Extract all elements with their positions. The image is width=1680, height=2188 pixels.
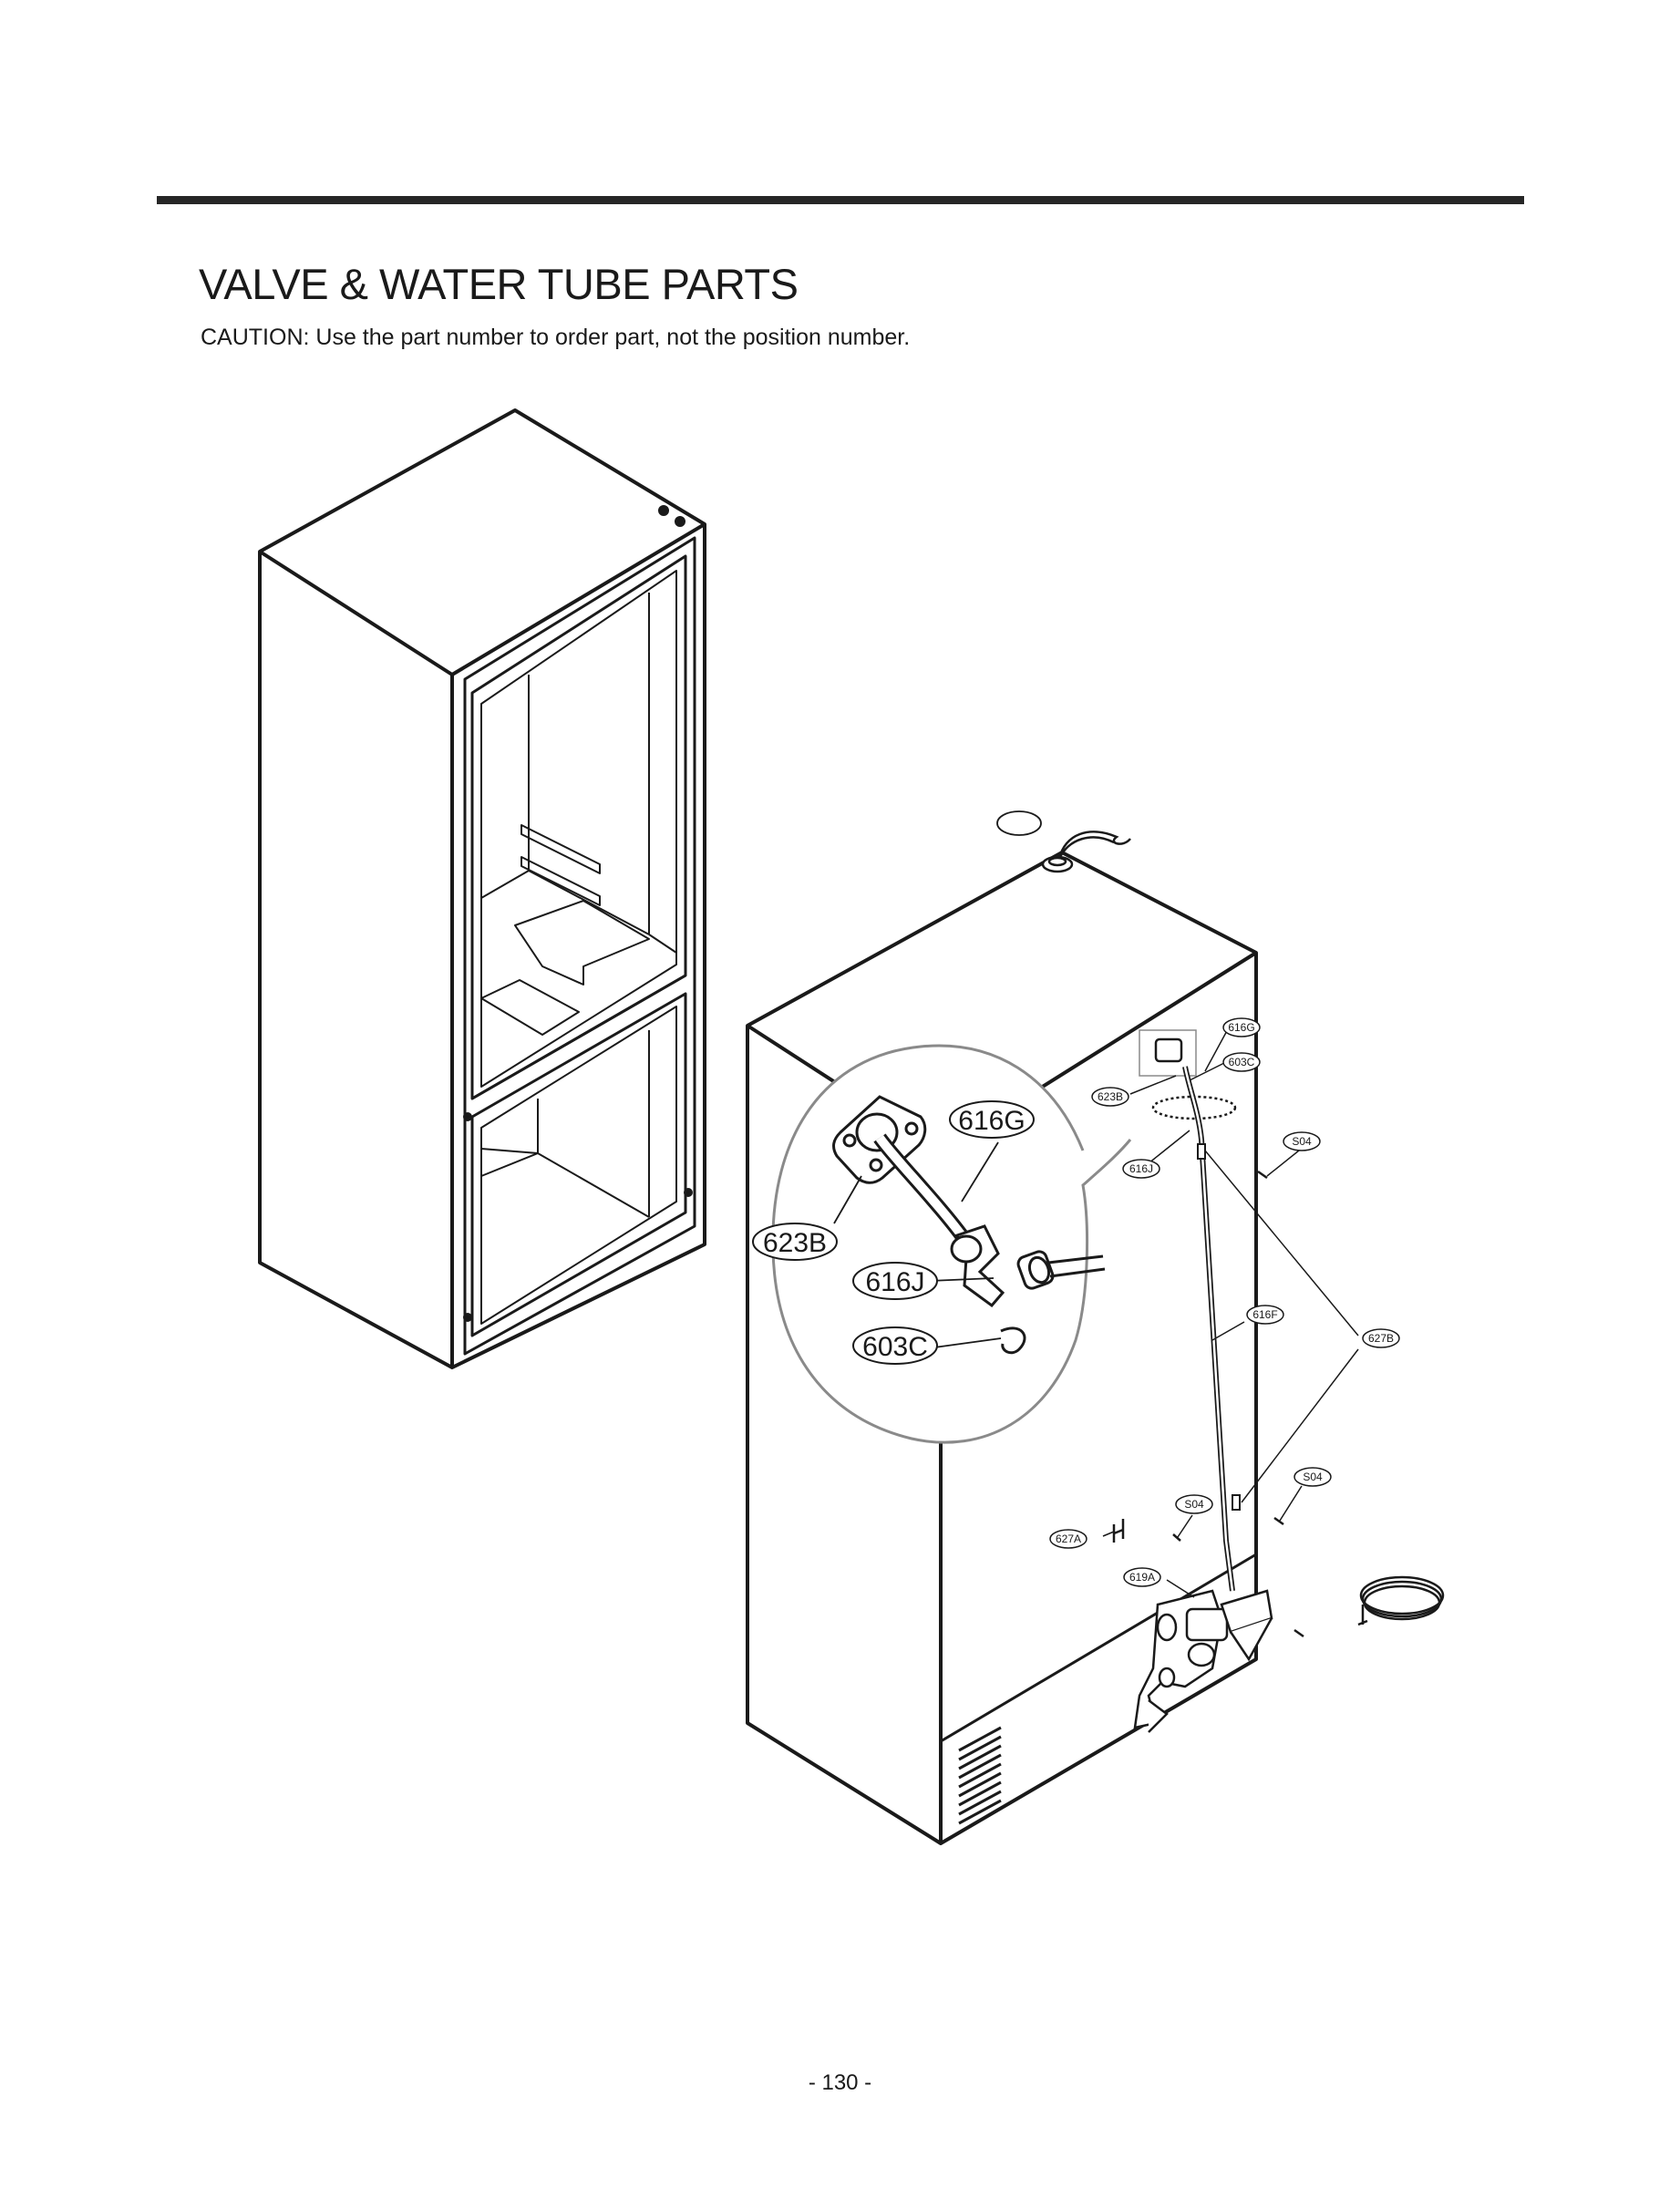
- page-title: VALVE & WATER TUBE PARTS: [199, 260, 799, 308]
- callout-623B-text: 623B: [1098, 1090, 1123, 1103]
- callout-S04-right: S04: [1293, 1467, 1332, 1487]
- callout-627A-text: 627A: [1056, 1533, 1081, 1545]
- big-callout-603C-text: 603C: [862, 1332, 928, 1362]
- cabinet-front-view: [258, 408, 706, 1369]
- big-callout-623B-text: 623B: [763, 1228, 827, 1258]
- callout-619A: 619A: [1123, 1567, 1161, 1587]
- big-callout-616G: 616G: [949, 1100, 1035, 1139]
- callout-616J-text: 616J: [1129, 1162, 1153, 1175]
- callout-603C-text: 603C: [1229, 1056, 1255, 1068]
- big-callout-603C: 603C: [852, 1326, 938, 1365]
- callout-616J: 616J: [1122, 1159, 1160, 1179]
- callout-616F-text: 616F: [1252, 1308, 1277, 1321]
- callout-619A-text: 619A: [1129, 1571, 1155, 1584]
- callout-616G: 616G: [1222, 1017, 1261, 1037]
- callout-S04-middle-text: S04: [1184, 1498, 1204, 1511]
- callout-603C: 603C: [1222, 1052, 1261, 1072]
- big-callout-616G-text: 616G: [958, 1106, 1025, 1136]
- rear-water-tube-assembly: [1102, 1027, 1445, 1733]
- callout-623B: 623B: [1091, 1087, 1129, 1107]
- callout-S04-top-text: S04: [1292, 1135, 1312, 1148]
- callout-616F: 616F: [1246, 1305, 1284, 1325]
- callout-S04-top: S04: [1283, 1131, 1321, 1151]
- caution-note: CAUTION: Use the part number to order pa…: [201, 325, 911, 350]
- top-rule: [157, 196, 1524, 204]
- callout-627A: 627A: [1049, 1529, 1087, 1549]
- big-callout-616J: 616J: [852, 1262, 938, 1300]
- top-water-inlet: [996, 810, 1131, 873]
- callout-S04-middle: S04: [1175, 1494, 1213, 1514]
- callout-627B: 627B: [1362, 1328, 1400, 1348]
- big-callout-623B: 623B: [752, 1223, 838, 1261]
- callout-616G-text: 616G: [1228, 1021, 1254, 1034]
- big-callout-616J-text: 616J: [865, 1267, 924, 1297]
- callout-627B-text: 627B: [1368, 1332, 1394, 1345]
- callout-S04-right-text: S04: [1303, 1471, 1323, 1483]
- page-number: - 130 -: [808, 2070, 872, 2095]
